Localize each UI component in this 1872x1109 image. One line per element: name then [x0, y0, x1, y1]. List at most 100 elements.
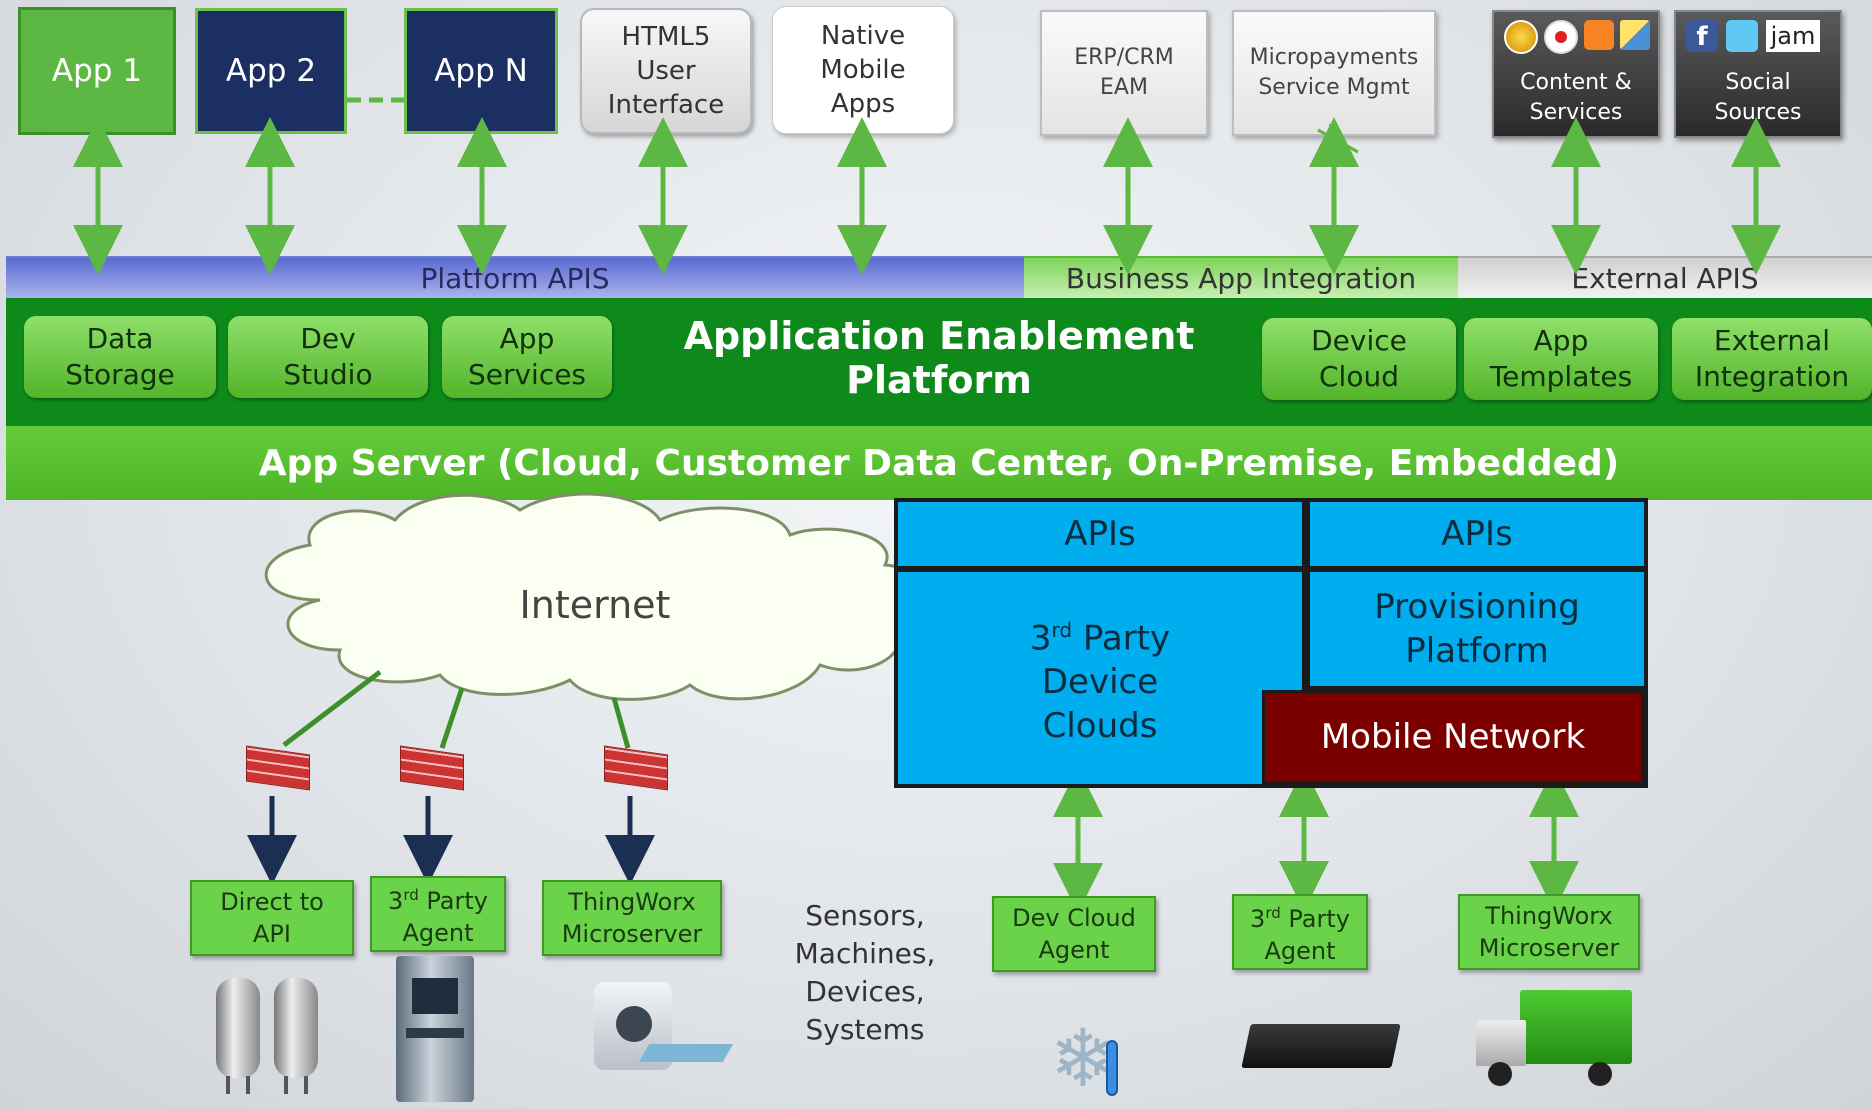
- third-party-agent-node-left: 3rd Party Agent: [370, 876, 506, 952]
- thermometer-icon: [1106, 1040, 1118, 1096]
- agent-left-line2: Agent: [402, 919, 474, 947]
- firewall-down-arrows: [247, 796, 655, 885]
- module-app-templates-l1: App: [1533, 324, 1589, 357]
- third-party-clouds-cell: 3rd Party Device Clouds: [898, 572, 1302, 784]
- native-apps-box: Native Mobile Apps: [772, 6, 954, 134]
- top-arrows: [73, 117, 1781, 275]
- clouds-line: Clouds: [1042, 706, 1158, 747]
- erp-crm-box: ERP/CRM EAM: [1040, 10, 1208, 136]
- app-n-box: App N: [404, 8, 558, 134]
- provisioning-cell: Provisioning Platform: [1310, 572, 1644, 686]
- apis-left-cell: APIs: [898, 502, 1302, 566]
- cloud-to-firewall-lines: [282, 670, 631, 749]
- module-data-storage-l2: Storage: [65, 358, 175, 391]
- widget-icon: [1620, 20, 1650, 50]
- html5-ui-box: HTML5 User Interface: [580, 8, 752, 134]
- cross-mark: [1317, 123, 1359, 159]
- native-line3: Apps: [830, 89, 896, 119]
- delivery-truck-icon: [1468, 990, 1638, 1100]
- internet-label: Internet: [490, 580, 700, 630]
- module-dev-studio: Dev Studio: [228, 316, 428, 398]
- thingworx-microserver-node-left: ThingWorx Microserver: [542, 880, 722, 956]
- module-app-services-l2: Services: [467, 358, 587, 391]
- app-1-box: App 1: [18, 7, 176, 135]
- mobile-network-cell: Mobile Network: [1262, 690, 1644, 784]
- apis-right-label: APIs: [1441, 514, 1513, 554]
- social-line1: Social: [1725, 70, 1791, 95]
- module-app-services-l1: App: [499, 322, 555, 355]
- module-external-integration: External Integration: [1672, 318, 1872, 400]
- thingworx-microserver-node-right: ThingWorx Microserver: [1458, 894, 1640, 970]
- html5-line2: User: [636, 56, 696, 86]
- jam-logo-icon: jam: [1766, 20, 1820, 52]
- third-party-agent-node-right: 3rd Party Agent: [1232, 894, 1368, 970]
- apis-left-label: APIs: [1064, 514, 1136, 554]
- module-data-storage-l1: Data: [86, 322, 154, 355]
- module-external-integration-l1: External: [1713, 324, 1831, 357]
- module-app-templates: App Templates: [1464, 318, 1658, 400]
- twitter-icon: [1726, 20, 1758, 52]
- snowflake-thermometer-icon: ❄: [1049, 1011, 1117, 1105]
- module-data-storage: Data Storage: [24, 316, 216, 398]
- platform-apis-label: Platform APIS: [420, 261, 610, 295]
- mobile-network-label: Mobile Network: [1320, 717, 1586, 757]
- media-icon: [1544, 20, 1578, 54]
- sensors-label: Sensors, Machines, Devices, Systems: [770, 888, 960, 1058]
- provisioning-line2: Platform: [1405, 631, 1549, 671]
- html5-line3: Interface: [607, 90, 725, 120]
- agent-right-line1: 3rd Party: [1250, 904, 1350, 933]
- module-app-services: App Services: [442, 316, 612, 398]
- atm-kiosk-icon: [392, 956, 482, 1104]
- rss-icon: [1584, 20, 1614, 50]
- social-icons-row: f jam: [1686, 20, 1820, 52]
- micro-line1: Micropayments: [1249, 45, 1419, 70]
- dev-cloud-line1: Dev Cloud: [1012, 904, 1136, 932]
- module-dev-studio-l2: Studio: [283, 358, 373, 391]
- platform-title-text: Application Enablement Platform: [683, 314, 1195, 402]
- globe-icon: [1504, 20, 1538, 54]
- platform-apis-bar: Platform APIS: [6, 256, 1024, 298]
- direct-line1: Direct to: [220, 888, 324, 916]
- micro-left-line2: Microserver: [561, 920, 703, 948]
- agent-right-line2: Agent: [1264, 937, 1336, 965]
- sensors-line1: Sensors,: [805, 899, 925, 932]
- micro-right-line1: ThingWorx: [1485, 902, 1613, 930]
- storage-tanks-icon: [212, 968, 322, 1098]
- micro-right-line2: Microserver: [1478, 934, 1620, 962]
- sensors-line3: Devices,: [805, 975, 925, 1008]
- erp-line1: ERP/CRM: [1074, 45, 1174, 70]
- module-device-cloud-l1: Device: [1311, 324, 1407, 357]
- app-server-label: App Server (Cloud, Customer Data Center,…: [258, 442, 1620, 484]
- device-cloud-arrows: [1053, 767, 1579, 913]
- module-device-cloud: Device Cloud: [1262, 318, 1456, 400]
- app-1-label: App 1: [51, 53, 143, 89]
- internet-text: Internet: [519, 583, 671, 627]
- device-line: Device: [1041, 662, 1159, 703]
- network-router-icon: [1241, 1014, 1401, 1074]
- app-n-label: App N: [434, 53, 528, 89]
- third-party-line: 3rd Party: [1029, 617, 1171, 659]
- apis-right-cell: APIs: [1310, 502, 1644, 566]
- social-sources-box: f jam Social Sources: [1674, 10, 1842, 138]
- sensors-line4: Systems: [805, 1013, 925, 1046]
- sensors-line2: Machines,: [794, 937, 936, 970]
- content-line1: Content &: [1520, 70, 1632, 95]
- ct-scanner-icon: [594, 982, 734, 1094]
- external-apis-bar: External APIS: [1458, 256, 1872, 298]
- micro-left-line1: ThingWorx: [568, 888, 696, 916]
- agent-left-line1: 3rd Party: [388, 886, 488, 915]
- content-icons-row: [1504, 20, 1650, 54]
- module-dev-studio-l1: Dev: [300, 322, 356, 355]
- provisioning-line1: Provisioning: [1374, 587, 1580, 627]
- app-server-bar: App Server (Cloud, Customer Data Center,…: [6, 426, 1872, 500]
- external-apis-label: External APIS: [1571, 261, 1759, 295]
- direct-to-api-node: Direct to API: [190, 880, 354, 956]
- module-external-integration-l2: Integration: [1694, 360, 1850, 393]
- micropayments-box: Micropayments Service Mgmt: [1232, 10, 1436, 136]
- native-line1: Native: [820, 21, 906, 51]
- dev-cloud-agent-node: Dev Cloud Agent: [992, 896, 1156, 972]
- app-2-label: App 2: [225, 53, 317, 89]
- dev-cloud-line2: Agent: [1038, 936, 1110, 964]
- micro-line2: Service Mgmt: [1258, 75, 1410, 100]
